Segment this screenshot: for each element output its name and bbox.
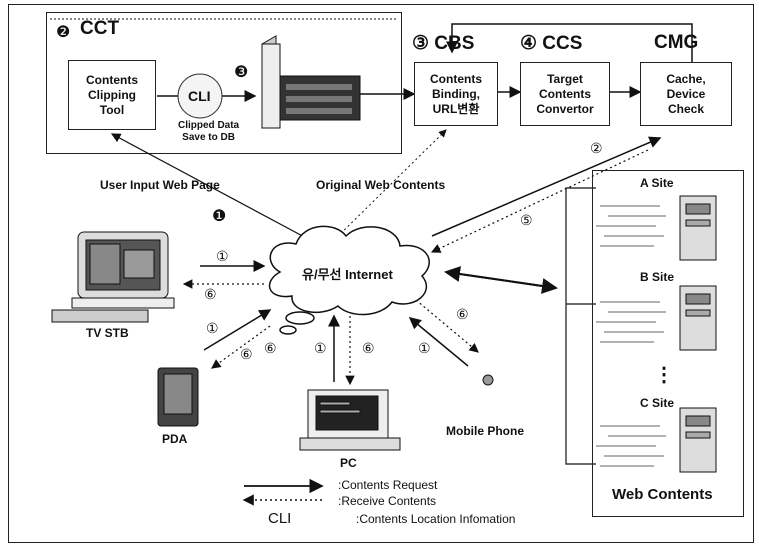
mobile-phone-label: Mobile Phone xyxy=(446,424,524,438)
pda-request-num: ① xyxy=(206,320,219,336)
pda-label: PDA xyxy=(162,432,188,446)
site-b-label: B Site xyxy=(640,270,675,284)
web-contents-panel xyxy=(592,170,744,517)
cct-title: CCT xyxy=(80,18,120,39)
clipped-data-label: Clipped Data Save to DB xyxy=(178,120,240,143)
cli-label: CLI xyxy=(188,88,211,104)
site-ellipsis: ⋮ xyxy=(654,364,674,386)
ccs-title: ④ CCS xyxy=(520,33,583,54)
mobile-receive-num: ⑥ xyxy=(456,306,469,322)
web-contents-label: Web Contents xyxy=(612,486,713,503)
mobile-phone-icon xyxy=(482,374,494,386)
cbs-title: ③ CBS xyxy=(412,33,475,54)
pda-receive-num-b: ⑥ xyxy=(264,340,277,356)
tv-stb-icon xyxy=(51,231,175,323)
arrow-num-5: ⑤ xyxy=(520,212,533,228)
step-3-marker: ❸ xyxy=(234,64,249,81)
site-a-pages-icon xyxy=(596,205,666,247)
db-server-icon xyxy=(261,35,361,129)
pc-icon xyxy=(299,389,401,451)
ccs-box: Target Contents Convertor xyxy=(520,62,610,126)
internet-label: 유/무선 Internet xyxy=(302,267,393,282)
pc-request-num: ① xyxy=(314,340,327,356)
cmg-title: CMG xyxy=(654,32,699,53)
legend-cli-label: CLI xyxy=(268,510,292,527)
site-a-server-icon xyxy=(679,195,717,261)
legend-cli-desc: :Contents Location Infomation xyxy=(356,512,516,526)
legend-receive-label: :Receive Contents xyxy=(338,494,437,508)
cmg-box: Cache, Device Check xyxy=(640,62,732,126)
arrow-num-2: ② xyxy=(590,140,603,156)
pc-label: PC xyxy=(340,456,357,470)
pda-icon xyxy=(157,367,199,427)
site-b-server-icon xyxy=(679,285,717,351)
site-c-server-icon xyxy=(679,407,717,473)
cbs-box: Contents Binding, URL변환 xyxy=(414,62,498,126)
cct-panel-dotted-top xyxy=(50,18,396,20)
legend-request-label: :Contents Request xyxy=(338,478,438,492)
step-1-marker: ❶ xyxy=(212,208,227,225)
site-c-pages-icon xyxy=(596,425,666,467)
site-b-pages-icon xyxy=(596,301,666,343)
pc-receive-num: ⑥ xyxy=(362,340,375,356)
tv-receive-num: ⑥ xyxy=(204,286,217,302)
internet-cloud xyxy=(268,225,430,335)
tv-request-num: ① xyxy=(216,248,229,264)
tv-stb-label: TV STB xyxy=(86,326,129,340)
cct-panel xyxy=(46,12,402,154)
cli-blob-icon xyxy=(177,73,223,119)
outer-frame xyxy=(8,4,754,543)
pda-receive-num-a: ⑥ xyxy=(240,346,253,362)
site-a-label: A Site xyxy=(640,176,674,190)
user-input-web-page-label: User Input Web Page xyxy=(100,178,220,192)
cct-box: Contents Clipping Tool xyxy=(68,60,156,130)
original-web-contents-label: Original Web Contents xyxy=(316,178,446,192)
step-2-marker: ❷ xyxy=(56,24,71,41)
site-c-label: C Site xyxy=(640,396,675,410)
mobile-request-num: ① xyxy=(418,340,431,356)
